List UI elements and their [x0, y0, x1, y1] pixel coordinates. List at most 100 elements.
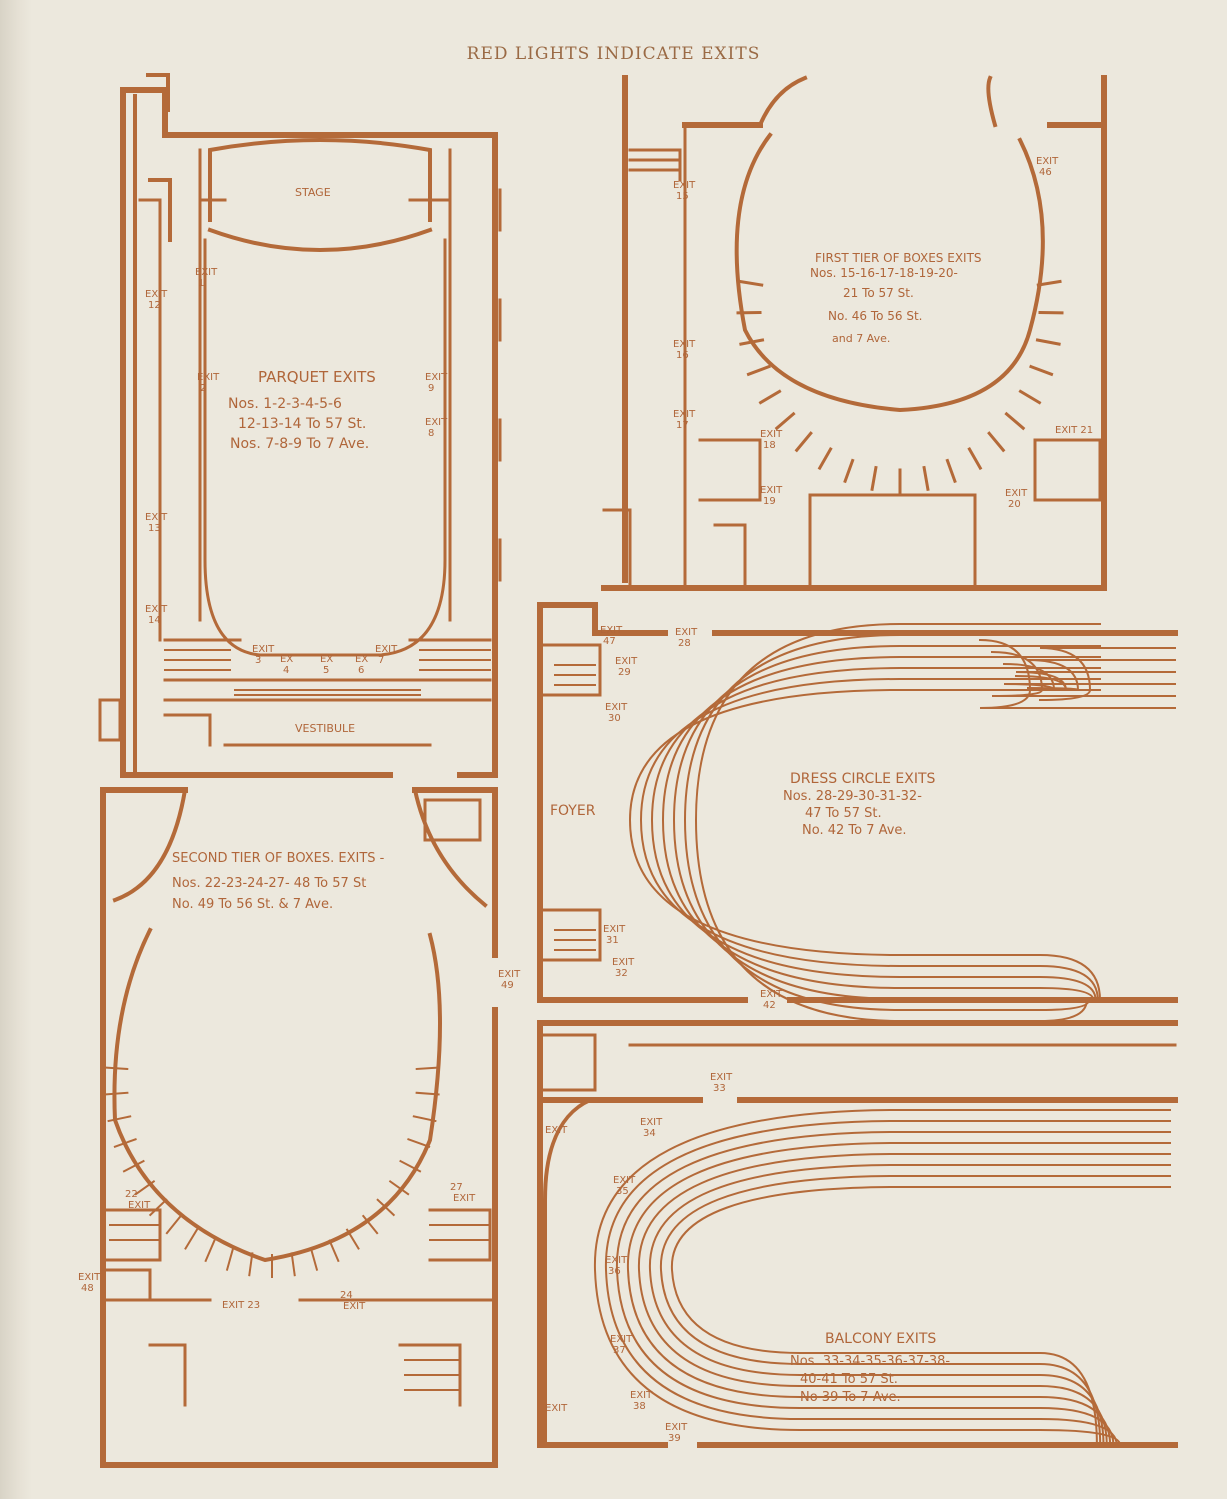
dress-circle-line1: Nos. 28-29-30-31-32- — [783, 789, 922, 804]
balcony-inner — [752, 1152, 1175, 1346]
box-partition — [1004, 411, 1026, 431]
balcony-row — [637, 1153, 1171, 1447]
exit-label-23: EXIT 23 — [222, 1300, 260, 1311]
box-partition — [746, 364, 771, 377]
dress-circle-row — [628, 689, 1102, 1002]
exit-label-21: EXIT 21 — [1055, 425, 1093, 436]
second-tier-line1: Nos. 22-23-24-27- 48 To 57 St — [172, 876, 366, 891]
dress-circle-plan: FOYER DRESS CIRCLE EXITS Nos. 28-29-30-3… — [537, 602, 1178, 1003]
foyer-label: FOYER — [550, 803, 596, 819]
box-partition — [817, 446, 833, 471]
box-partition — [134, 1180, 156, 1196]
balcony-line1: Nos. 33-34-35-36-37-38- — [790, 1354, 950, 1369]
dress-circle-line2: 47 To 57 St. — [805, 806, 882, 821]
box-partition — [204, 1239, 216, 1263]
vestibule-label: VESTIBULE — [295, 722, 355, 735]
box-partition — [758, 389, 782, 405]
box-partition — [376, 1198, 396, 1217]
box-partition — [399, 1159, 422, 1173]
binding-edge — [0, 0, 32, 1499]
balcony-inner — [790, 1180, 1175, 1337]
stage-label: STAGE — [295, 186, 331, 199]
box-partition — [107, 1115, 132, 1123]
dress-circle-title: DRESS CIRCLE EXITS — [790, 771, 936, 787]
box-partition — [967, 446, 983, 471]
box-partition — [290, 1252, 296, 1277]
balcony-row — [626, 1142, 1171, 1447]
first-tier-plan: FIRST TIER OF BOXES EXITS Nos. 15-16-17-… — [601, 75, 1107, 591]
box-partition — [415, 1066, 440, 1071]
box-partition — [870, 465, 878, 492]
balcony-inner — [785, 1180, 1175, 1339]
balcony-row — [659, 1175, 1171, 1447]
dress-circle-row — [661, 656, 1101, 1002]
box-partition — [407, 1138, 431, 1148]
box-partition — [794, 431, 813, 453]
balcony-row — [670, 1186, 1171, 1447]
plan-details — [104, 279, 1176, 1447]
dress-circle-row — [694, 623, 1101, 1022]
box-partition — [345, 1228, 360, 1250]
box-partition — [122, 1159, 145, 1173]
balcony-row — [604, 1120, 1171, 1447]
box-partition — [104, 1091, 129, 1096]
box-partition — [922, 465, 930, 492]
parquet-title: PARQUET EXITS — [258, 368, 376, 386]
box-partition — [412, 1115, 437, 1123]
box-partition — [104, 1066, 129, 1071]
balcony-inner — [730, 1130, 1175, 1350]
parquet-plan: STAGE VESTIBULE PARQUET EXITS Nos. 1-2-3… — [98, 73, 502, 778]
box-partition — [309, 1247, 319, 1271]
box-partition — [113, 1138, 137, 1148]
balcony-row — [615, 1131, 1171, 1447]
exit-label-L2: EXIT — [545, 1403, 568, 1414]
box-partition — [361, 1214, 379, 1235]
box-partition — [738, 279, 764, 287]
box-partition — [774, 411, 796, 431]
dress-circle-row — [683, 634, 1101, 1011]
balcony-plan: BALCONY EXITS Nos. 33-34-35-36-37-38- 40… — [537, 1020, 1178, 1448]
second-tier-line2: No. 49 To 56 St. & 7 Ave. — [172, 897, 333, 912]
first-tier-line2: 21 To 57 St. — [843, 286, 914, 300]
exit-label-L1: EXIT — [545, 1125, 568, 1136]
dress-circle-row — [672, 645, 1101, 1002]
first-tier-title: FIRST TIER OF BOXES EXITS — [815, 251, 982, 265]
box-partition — [388, 1180, 410, 1196]
box-partition — [739, 338, 765, 346]
box-partition — [1035, 338, 1061, 346]
box-partition — [184, 1228, 199, 1250]
second-tier-title: SECOND TIER OF BOXES. EXITS - — [172, 851, 385, 866]
box-partition — [248, 1252, 254, 1277]
balcony-inner — [774, 1174, 1175, 1341]
parquet-line2: 12-13-14 To 57 St. — [238, 416, 366, 432]
page-header: RED LIGHTS INDICATE EXITS — [466, 44, 761, 64]
